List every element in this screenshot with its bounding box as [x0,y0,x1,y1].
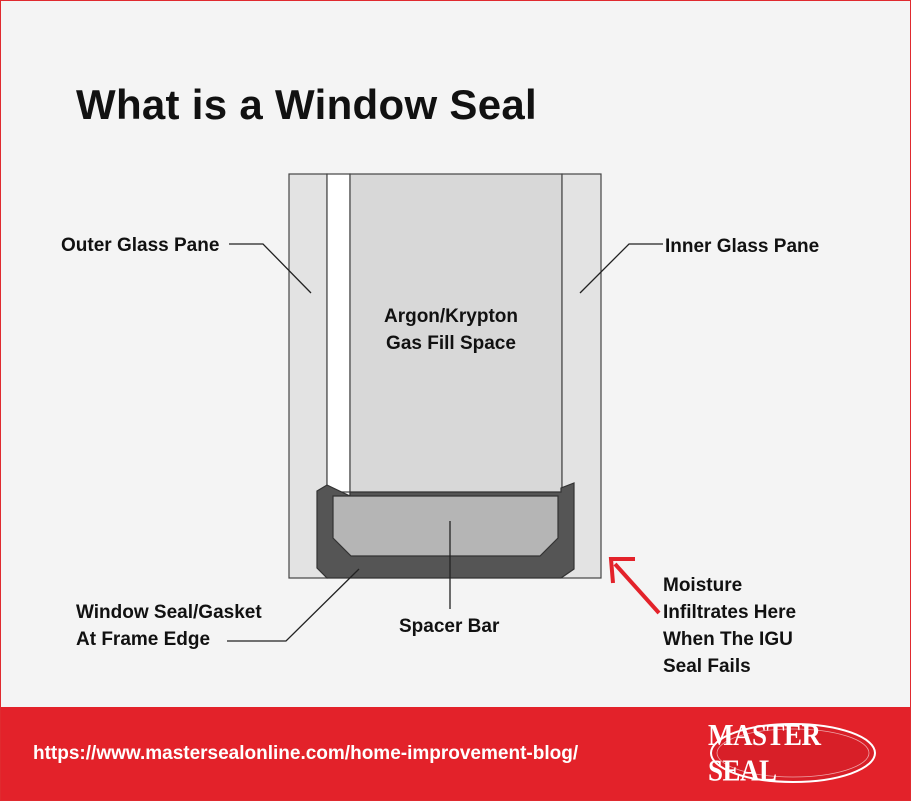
inner-glass-leader [579,243,663,294]
blog-url-link[interactable]: https://www.mastersealonline.com/home-im… [33,743,579,764]
moisture-label: Moisture Infiltrates Here When The IGU S… [663,575,797,677]
spacer-bar-label: Spacer Bar [399,616,500,637]
window-seal-label: Window Seal/Gasket At Frame Edge [76,602,262,650]
spacer-bar [332,495,559,557]
outer-glass-pane-label: Outer Glass Pane [61,235,220,256]
moisture-arrow-icon [608,557,661,615]
logo-text: MASTER SEAL [708,717,821,788]
master-seal-logo: MASTER SEAL [708,717,878,788]
window-cross-section-diagram [227,173,663,642]
inner-glass-pane-label: Inner Glass Pane [665,236,820,257]
gas-fill-space-label: Argon/Krypton Gas Fill Space [383,306,519,354]
outer-glass-leader [229,243,312,294]
window-seal-leader [227,568,360,642]
footer-bar: https://www.mastersealonline.com/home-im… [1,707,910,800]
page-title: What is a Window Seal [76,81,537,128]
glass-gap [326,173,351,493]
